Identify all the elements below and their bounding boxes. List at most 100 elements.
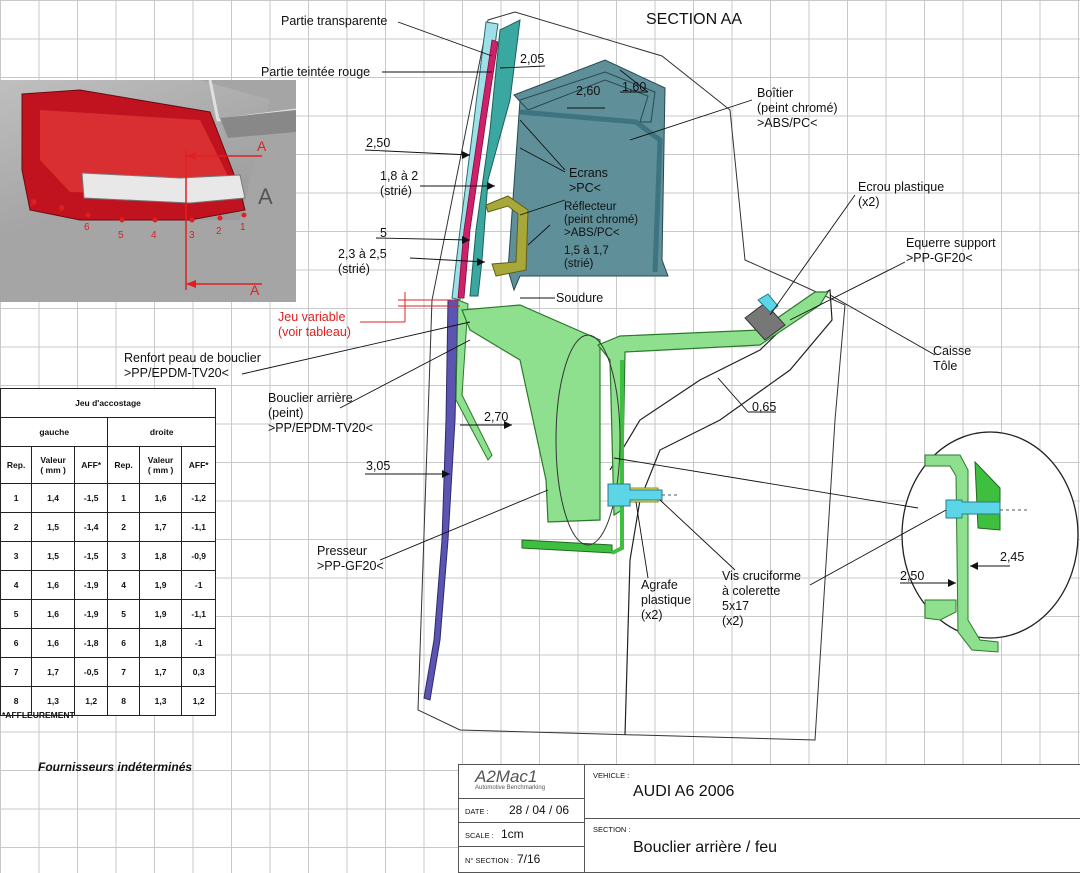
dim-1-8-2: 1,8 à 2 (strié) (380, 169, 419, 198)
nsection-label: N° SECTION : (465, 856, 514, 865)
pressor-foot (521, 539, 613, 554)
section-title: SECTION AA (646, 11, 743, 28)
scale-value: 1cm (501, 827, 524, 841)
svg-text:A: A (258, 184, 273, 209)
vehicle-cell: VEHICLE : AUDI A6 2006 (585, 765, 1080, 819)
screens (469, 19, 521, 297)
table-cell: -1 (181, 570, 216, 600)
label-ecrou: Ecrou plastique (x2) (858, 180, 945, 209)
table-col-rep: Rep. (107, 446, 140, 484)
scale-label: SCALE : (465, 831, 494, 840)
scale-cell: SCALE : 1cm (459, 823, 585, 847)
nsection-cell: N° SECTION : 7/16 (459, 847, 585, 873)
table-cell: 1,7 (138, 657, 183, 687)
table-col-valeur: Valeur ( mm ) (138, 446, 183, 484)
table-cell: 1 (107, 483, 140, 513)
table-cell: 1,7 (138, 512, 183, 542)
lens-tinted-red (457, 39, 499, 299)
table-col-aff: AFF* (73, 446, 109, 484)
caisse-sheet (609, 289, 833, 736)
table-cell: 1,3 (138, 686, 183, 716)
reflector (485, 195, 529, 277)
table-cell: -1 (181, 628, 216, 658)
label-equerre: Equerre support >PP-GF20< (906, 236, 996, 265)
label-soudure: Soudure (556, 291, 604, 305)
photo-point-5: 5 (118, 230, 124, 241)
table-cell: 7 (0, 657, 33, 687)
table-cell: 1,8 (138, 628, 183, 658)
table-cell: -1,9 (73, 570, 109, 600)
table-cell: -1,9 (73, 599, 109, 629)
dim-3-05: 3,05 (366, 459, 391, 473)
body-outline (417, 11, 846, 741)
table-cell: 1,2 (181, 686, 216, 716)
table-cell: 8 (107, 686, 140, 716)
photo-point-8: 8 (30, 198, 36, 209)
table-col-valeur: Valeur ( mm ) (31, 446, 75, 484)
table-cell: 3 (0, 541, 33, 571)
date-label: DATE : (465, 807, 489, 816)
table-cell: -1,4 (73, 512, 109, 542)
photo-point-1: 1 (240, 222, 246, 233)
table-group-gauche: gauche (0, 417, 109, 447)
dim-2-45: 2,45 (1000, 550, 1025, 564)
tail-light-drawing: A (0, 80, 296, 302)
label-bouclier: Bouclier arrière (peint) >PP/EPDM-TV20< (268, 391, 373, 435)
screw (607, 483, 663, 507)
table-cell: -1,8 (73, 628, 109, 658)
table-cell: 1,9 (138, 570, 183, 600)
a2mac1-logo: A2Mac1 Automotive Benchmarking (475, 767, 585, 795)
table-cell: 0,3 (181, 657, 216, 687)
label-ecrans: Ecrans >PC< (569, 166, 608, 195)
table-cell: 1,6 (31, 570, 75, 600)
label-reflecteur: Réflecteur (peint chromé) >ABS/PC< (564, 201, 639, 239)
table-cell: -1,1 (181, 512, 216, 542)
dim-2-50: 2,50 (366, 136, 391, 150)
fournisseurs-note: Fournisseurs indéterminés (38, 760, 193, 774)
table-cell: 5 (0, 599, 33, 629)
dim-0-65: 0,65 (752, 400, 777, 414)
table-cell: 8 (0, 686, 33, 716)
pressor (461, 304, 601, 523)
dim-2-3-2-5: 2,3 à 2,5 (strié) (338, 247, 387, 276)
housing-back (519, 109, 663, 273)
detail-green (924, 454, 999, 653)
section-label: SECTION : (593, 825, 631, 834)
dim-2-50b: 2,50 (900, 569, 925, 583)
logo-main: A2Mac1 (475, 767, 538, 786)
label-renfort: Renfort peau de bouclier >PP/EPDM-TV20< (124, 351, 261, 380)
section-value: Bouclier arrière / feu (633, 839, 778, 856)
dim-2-70: 2,70 (484, 410, 509, 424)
dim-2-60: 2,60 (576, 84, 601, 98)
dim-1-60: 1,60 (622, 80, 647, 94)
table-col-rep: Rep. (0, 446, 33, 484)
table-cell: 3 (107, 541, 140, 571)
title-block: A2Mac1 Automotive Benchmarking DATE : 28… (458, 764, 1080, 873)
table-cell: 1,6 (31, 628, 75, 658)
label-boitier: Boîtier (peint chromé) >ABS/PC< (757, 86, 838, 130)
label-vis: Vis cruciforme à colerette 5x17 (x2) (722, 569, 801, 628)
table-cell: 2 (107, 512, 140, 542)
section-cell: SECTION : Bouclier arrière / feu (585, 819, 1080, 873)
photo-section-mark-bottom: A (250, 282, 260, 298)
table-cell: 6 (107, 628, 140, 658)
detail-ellipse (555, 334, 621, 546)
nut-blue (757, 293, 779, 313)
table-cell: 1,9 (138, 599, 183, 629)
table-group-droite: droite (107, 417, 216, 447)
date-cell: DATE : 28 / 04 / 06 (459, 799, 585, 823)
housing (507, 59, 669, 292)
bracket (597, 291, 830, 517)
label-agrafe: Agrafe plastique (x2) (641, 578, 692, 622)
photo-point-2: 2 (216, 226, 222, 237)
date-value: 28 / 04 / 06 (509, 803, 570, 817)
nsection-value: 7/16 (517, 852, 541, 866)
table-cell: 1,6 (138, 483, 183, 513)
table-cell: -1,5 (73, 541, 109, 571)
label-caisse: Caisse Tôle (933, 344, 972, 373)
